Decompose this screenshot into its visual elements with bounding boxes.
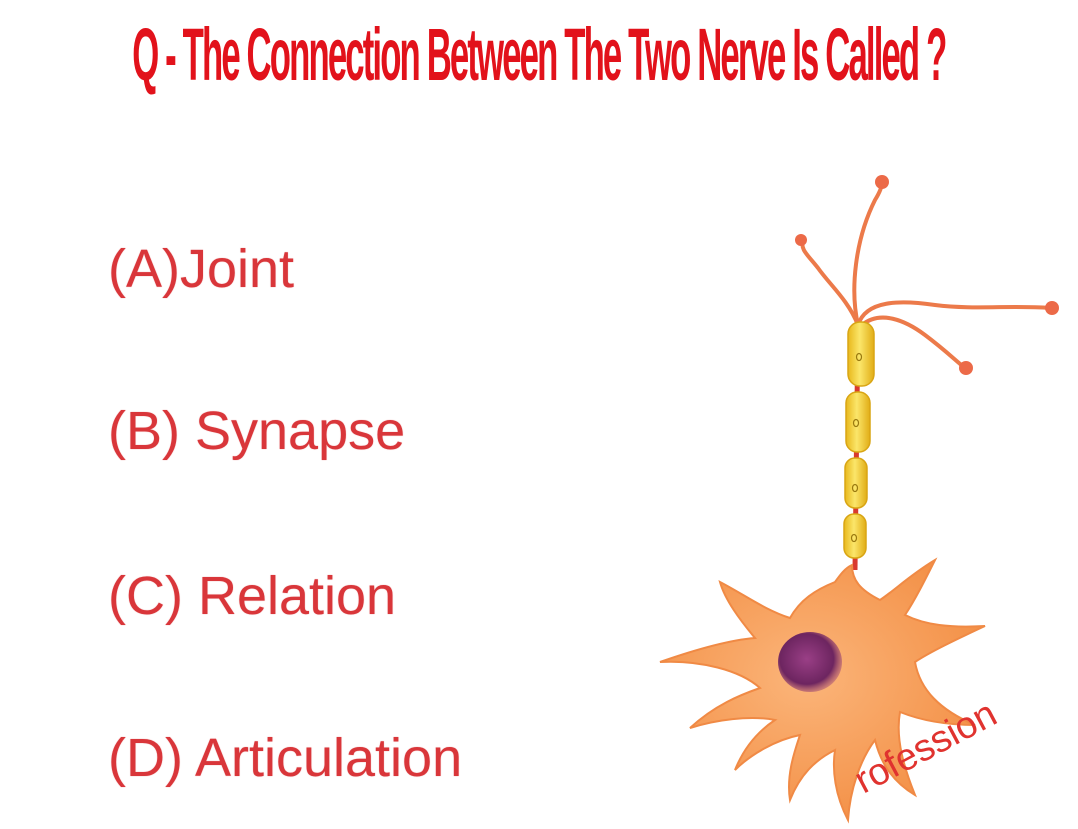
cell-body: [659, 557, 986, 824]
option-a[interactable]: (A)Joint: [108, 239, 295, 299]
neuron-illustration-icon: [659, 175, 1059, 824]
schwann-nuclei: [850, 352, 863, 543]
option-c[interactable]: (C) Relation: [108, 566, 397, 626]
option-b[interactable]: (B) Synapse: [108, 401, 406, 461]
question-title: Q - The Connection Between The Two Nerve…: [132, 12, 947, 96]
nucleus: [778, 632, 842, 692]
question-banner: Q - The Connection Between The Two Nerve…: [0, 4, 1078, 104]
axon-terminals: [800, 180, 1052, 370]
axon-terminal-knobs: [795, 175, 1059, 375]
option-d[interactable]: (D) Articulation: [108, 728, 463, 788]
myelin-sheath: [843, 321, 875, 559]
